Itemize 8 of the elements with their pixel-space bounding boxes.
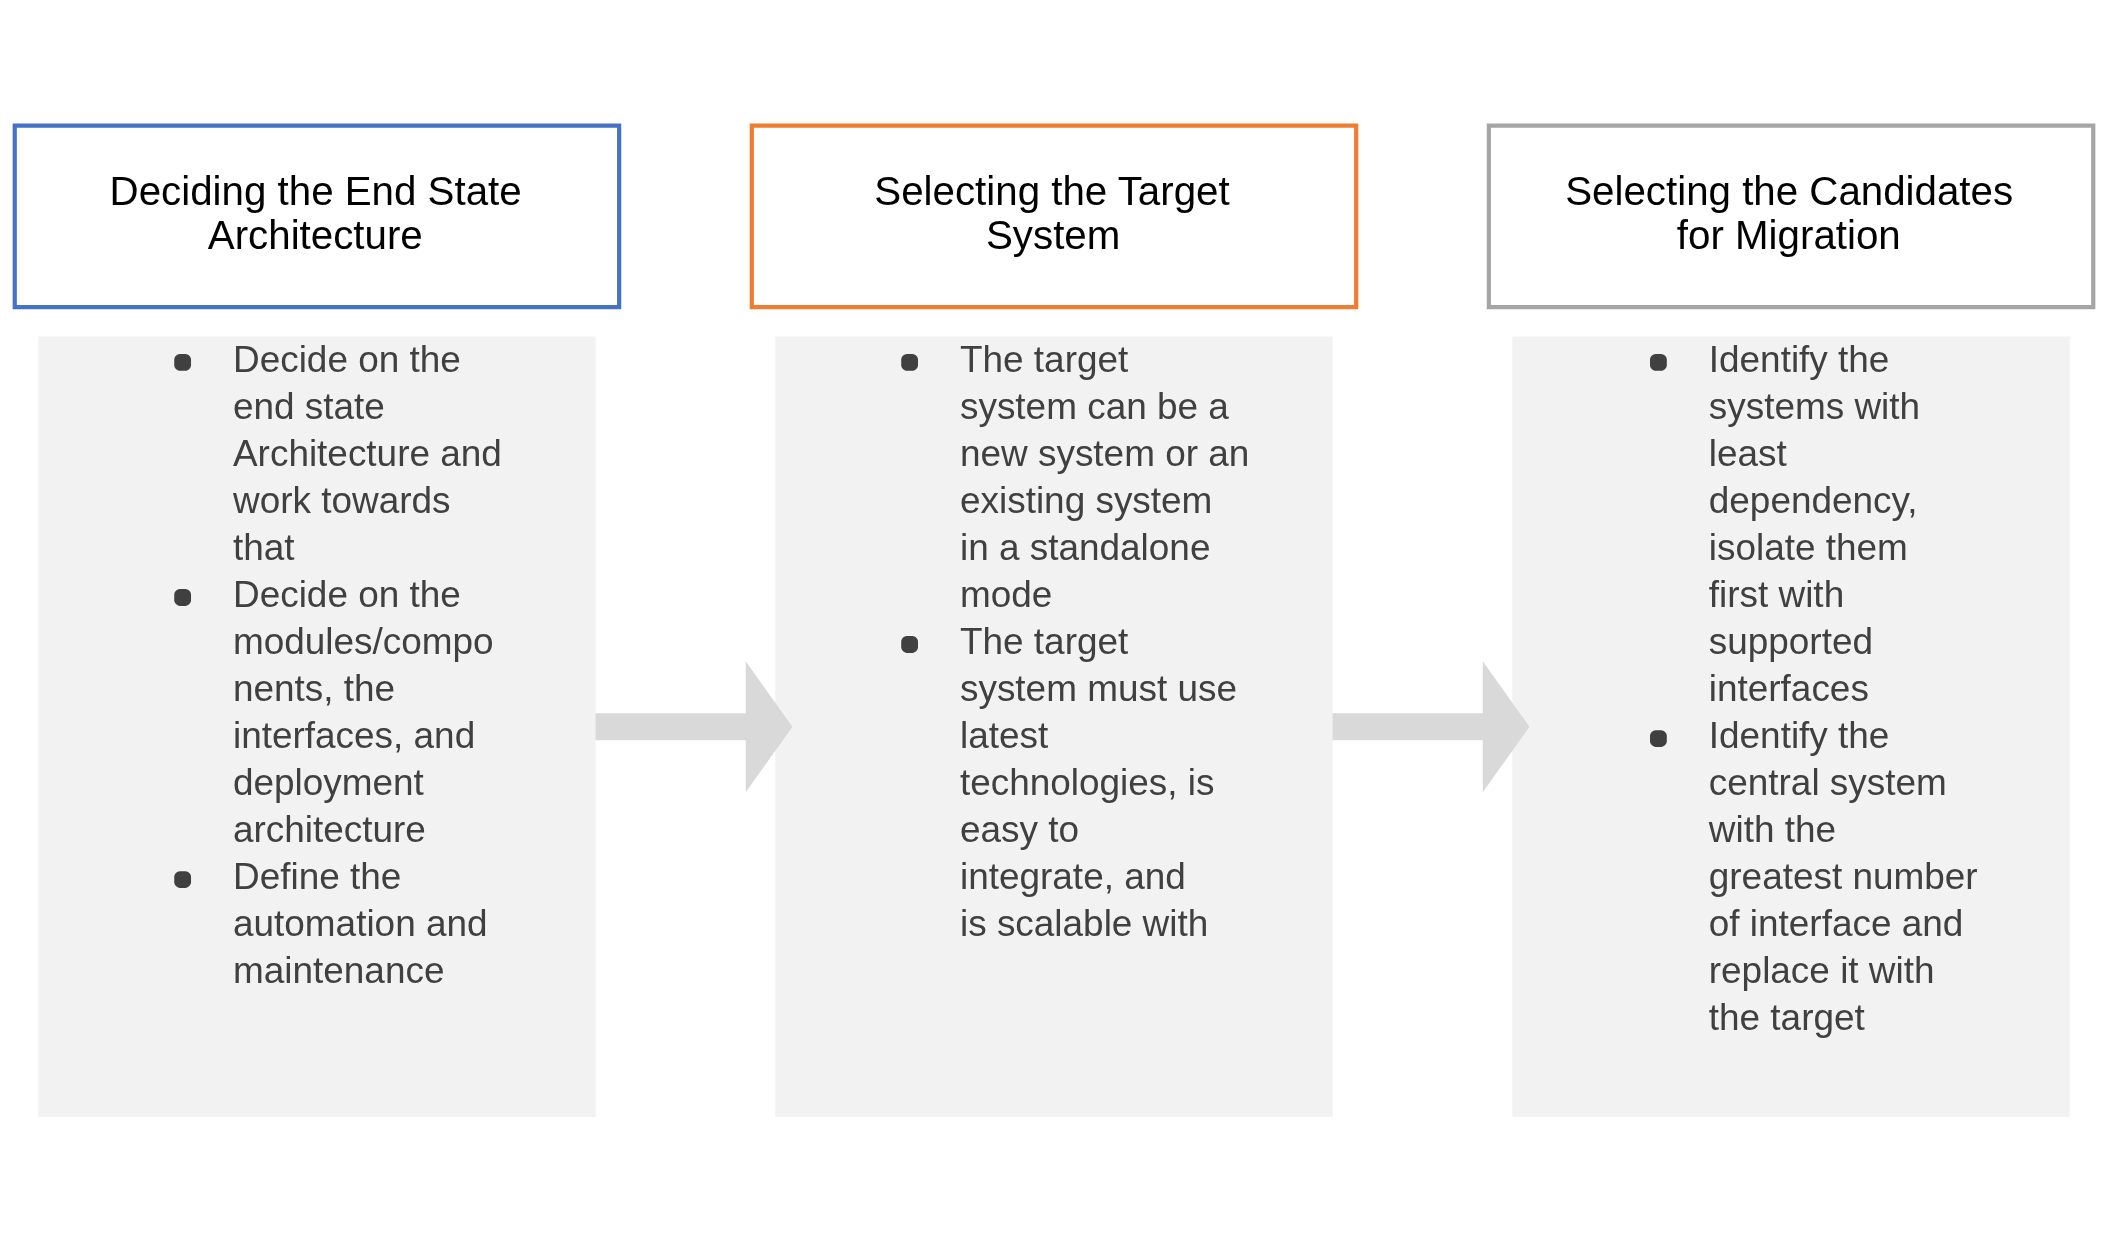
node-box: Deciding the End State Architecture <box>12 123 622 310</box>
node-box: Selecting the Target System <box>749 123 1359 310</box>
arrow <box>1332 661 1530 793</box>
node-box: Selecting the Candidates for Migration <box>1486 123 2096 310</box>
node-box: Identify the systems with least dependency, isolate them first with supported interfaces Identify the central system with the greatest number of interface and replace it with the target <box>1512 336 2070 1118</box>
node-box: The target system can be a new system or an existing system in a standalone mode The target system must use latest technologies, is easy to integrate, and is scalable with <box>775 336 1333 1118</box>
arrow <box>595 661 793 793</box>
node-box: Decide on the end state Architecture and work towards that Decide on the modules/compo nents, the interfaces, and deployment architecture Define the automation and maintenance <box>38 336 596 1118</box>
